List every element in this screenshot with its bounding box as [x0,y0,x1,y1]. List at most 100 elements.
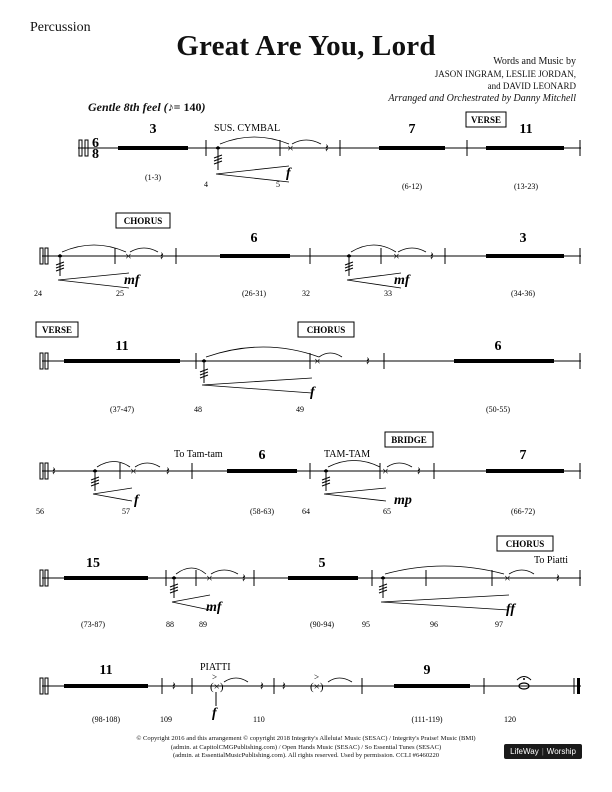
rehearsal-box [496,535,554,552]
credits: Words and Music by JASON INGRAM, LESLIE … [435,56,576,93]
tempo-value: = 140 [173,100,202,114]
rehearsal-mark: CHORUS [124,216,163,226]
svg-text:𝄽: 𝄽 [242,571,246,585]
rehearsal-box [465,111,507,128]
percussion-clef-icon [78,139,83,157]
rehearsal-box [35,321,79,338]
rest-count: 9 [424,663,431,678]
measure-number: 95 [362,620,370,629]
svg-text:×: × [130,464,137,478]
credits-composers: JASON INGRAM, LESLIE JORDAN, [434,69,576,80]
svg-text:𝄽: 𝄽 [556,571,560,585]
svg-text:𝄽: 𝄽 [166,464,170,478]
svg-text:𝄽: 𝄽 [282,679,286,693]
dynamic-mark: mf [124,273,141,288]
staff-system-5: 15 (73-87) × 𝄽 mf 88 89 5 (90-94) × 𝄽 ff… [34,530,581,650]
rest-count: 15 [86,556,100,571]
multi-rest [64,359,180,363]
rest-count: 5 [319,556,326,571]
measure-number: 109 [160,715,172,724]
fermata-icon [523,678,525,680]
staff-system-3: VERSE 11 (37-47) 48 CHORUS × 𝄽 f 49 6 (5… [34,315,581,435]
publisher-logo: LifeWay|Worship [504,744,582,759]
multi-rest [394,684,470,688]
rest-count: 7 [409,122,416,137]
rest-range: (66-72) [511,507,535,516]
svg-text:𝄽: 𝄽 [172,679,176,693]
rest-count: 6 [495,339,502,354]
note [215,146,221,150]
svg-text:×: × [314,354,321,368]
rehearsal-mark: CHORUS [307,325,346,335]
copyright-notice: © Copyright 2016 and this arrangement © … [0,735,612,761]
measure-number: 57 [122,507,130,516]
rest-range: (111-119) [411,715,442,724]
copyright-line: (admin. at CapitolCMGPublishing.com) / O… [170,743,442,751]
rest-range: (13-23) [514,182,538,191]
logo-left: LifeWay [510,747,539,756]
dynamic-mark: f [134,493,140,508]
rest-range: (90-94) [310,620,334,629]
final-barline [577,678,580,694]
svg-text:𝄽: 𝄽 [160,249,164,263]
multi-rest [454,359,554,363]
measure-number: 56 [36,507,44,516]
multi-rest [379,146,445,150]
measure-number: 97 [495,620,503,629]
measure-number: 5 [276,180,280,189]
staff-system-4: 𝄽 × 𝄽 f To Tam-tam 56 57 6 (58-63) TAM-T… [34,424,581,544]
tempo-marking: Gentle 8th feel (♪= 140) [88,100,206,114]
eighth-note-icon: ♪ [167,100,174,114]
rehearsal-box [115,212,171,229]
rest-count: 7 [520,448,527,463]
measure-number: 65 [383,507,391,516]
svg-text:>: > [212,672,217,682]
svg-text:𝄽: 𝄽 [52,464,56,478]
note-x: (×) [210,681,224,693]
svg-text:×: × [206,571,213,585]
instrument-text: To Piatti [534,555,568,566]
time-signature-top: 6 [92,136,99,151]
copyright-line: (admin. at EssentialMusicPublishing.com)… [172,752,440,760]
rest-range: (73-87) [81,620,105,629]
measure-number: 110 [253,715,265,724]
rest-count: 11 [99,663,112,678]
svg-text:×: × [382,464,389,478]
rest-range: (34-36) [511,289,535,298]
staff-system-1: 6 8 3 (1-3) SUS. CYMBAL 4 × 𝄽 f 5 7 (6-1… [34,110,581,230]
dynamic-mark: mf [394,273,411,288]
rehearsal-mark: CHORUS [506,539,545,549]
dynamic-mark: mf [206,600,223,615]
measure-number: 49 [296,405,304,414]
rest-count: 11 [519,122,532,137]
rest-range: (98-108) [92,715,120,724]
rest-range: (6-12) [402,182,422,191]
rehearsal-mark: VERSE [471,115,501,125]
dynamic-mark: f [212,706,218,721]
song-title: Great Are You, Lord [176,30,436,62]
instrument-text: SUS. CYMBAL [214,123,280,134]
instrument-text: TAM-TAM [324,449,370,460]
rest-count: 3 [150,122,157,137]
rest-range: (1-3) [145,173,161,182]
measure-number: 32 [302,289,310,298]
multi-rest [486,469,564,473]
rest-count: 11 [115,339,128,354]
multi-rest [227,469,297,473]
rehearsal-box [297,321,355,338]
rest-range: (50-55) [486,405,510,414]
svg-text:(×): (×) [310,681,324,693]
copyright-line: © Copyright 2016 and this arrangement © … [136,735,476,742]
svg-text:×: × [504,571,511,585]
logo-right: Worship [546,747,576,756]
rest-range: (58-63) [250,507,274,516]
svg-text:𝄽: 𝄽 [366,354,370,368]
crescendo-icon [215,165,290,183]
multi-rest [486,254,564,258]
svg-text:×: × [125,249,132,263]
staff-system-2: CHORUS × 𝄽 mf 24 25 6 (26-31) × 𝄽 mf 32 … [34,210,581,330]
multi-rest [486,146,564,150]
credits-composers: and DAVID LEONARD [487,81,576,92]
dynamic-mark: f [310,385,316,400]
rest-icon: 𝄽 [325,141,329,155]
